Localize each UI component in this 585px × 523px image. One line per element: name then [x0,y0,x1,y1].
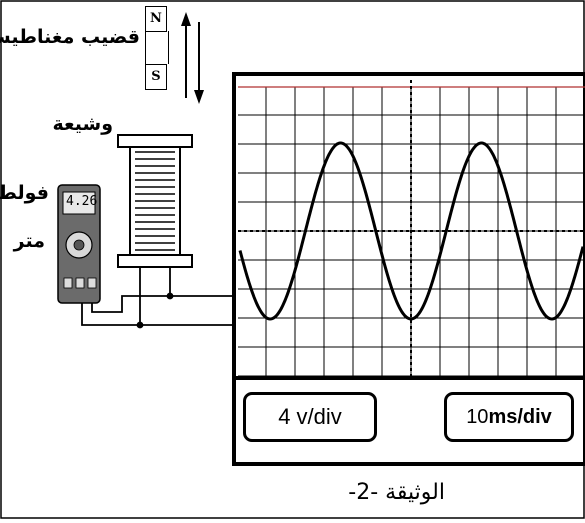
magnet-bar [145,31,169,64]
motion-arrow-icon [181,12,204,104]
time-base-unit: ms/div [488,406,552,428]
document-caption: الوثيقة -2- [348,480,445,505]
coil-label: وشيعة [52,113,114,135]
voltmeter-reading: 4.26 [66,194,98,209]
voltmeter [57,184,101,304]
magnet-north-pole: N [145,6,167,32]
time-base-box: 10ms/div [444,392,574,442]
vertical-sensitivity-value: 4 v/div [278,404,342,429]
magnet-label: قضيب مغناطيسي [0,26,140,48]
vertical-sensitivity-box: 4 v/div [243,392,377,442]
magnet-south-pole: S [145,64,167,90]
signal-trace [238,141,585,321]
circuit-wires [81,267,234,329]
coil-solenoid [117,134,193,268]
voltmeter-label-line1: فولط [0,182,49,204]
time-base-value: 10 [466,406,489,428]
voltmeter-label-line2: متر [13,230,45,252]
